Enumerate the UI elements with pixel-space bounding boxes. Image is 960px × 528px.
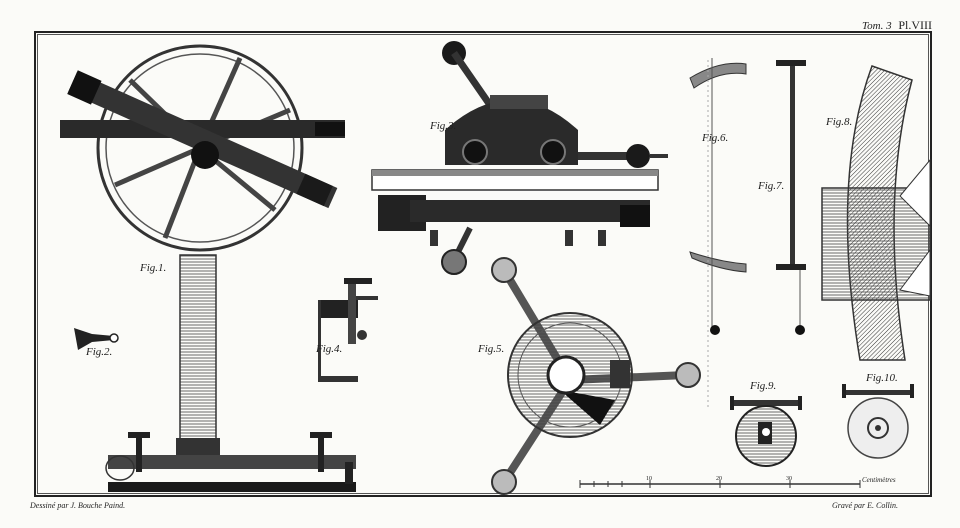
figure-3-double-telescope: [371, 41, 668, 275]
figure-3-label: Fig.3.: [430, 120, 457, 132]
credit-drawn-by: Dessiné par J. Bouche Paind.: [30, 501, 126, 510]
plate-header: Tom. 3 Pl.VIII: [862, 18, 932, 33]
figure-10-label: Fig.10.: [866, 372, 898, 384]
plate-frame-outer: [34, 31, 932, 497]
figure-9-label: Fig.9.: [750, 380, 777, 392]
scale-tick-10: 10: [646, 476, 652, 482]
figure-1-repeating-circle: [60, 44, 356, 492]
figure-5-tripod-circle: [491, 257, 701, 495]
figure-7-label: Fig.7.: [758, 180, 785, 192]
figure-2-label: Fig.2.: [86, 346, 113, 358]
figure-6-pendulum: [689, 58, 747, 410]
plate-number: Pl.VIII: [898, 18, 932, 32]
tome-label: Tom. 3: [862, 20, 892, 32]
figure-8-arc-segment: [821, 65, 931, 361]
figure-6-label: Fig.6.: [702, 132, 729, 144]
figure-7-rod: [776, 60, 806, 335]
figure-4-label: Fig.4.: [316, 343, 343, 355]
figure-10-level: [842, 384, 914, 459]
figure-2-key: [74, 328, 119, 350]
credit-engraved-by: Gravé par E. Collin.: [832, 501, 898, 510]
figure-4-bracket: [318, 278, 378, 382]
figure-9-level: [730, 396, 802, 467]
figure-5-label: Fig.5.: [478, 343, 505, 355]
figure-1-label: Fig.1.: [140, 262, 167, 274]
scale-bar: [579, 480, 861, 488]
scale-unit-label: Centimètres: [862, 476, 896, 484]
figure-8-label: Fig.8.: [826, 116, 853, 128]
scale-tick-20: 20: [716, 476, 722, 482]
scale-tick-30: 30: [786, 476, 792, 482]
